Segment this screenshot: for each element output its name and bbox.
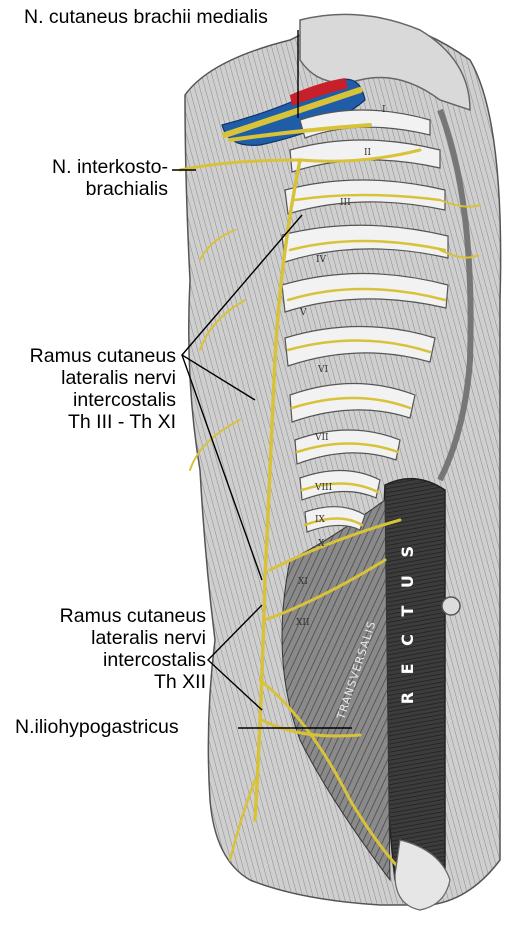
rectus-label: R E C T U S — [398, 540, 417, 704]
axillary-artery — [290, 78, 348, 106]
rib-numeral: XI — [298, 577, 308, 587]
label-line: brachialis — [85, 178, 168, 200]
leader-lines — [172, 30, 352, 729]
label-line: intercostalis — [103, 649, 206, 671]
rib-numeral: XII — [296, 618, 310, 628]
umbilicus — [441, 596, 461, 616]
label-n-cutaneus-brachii-medialis: N. cutaneus brachii medialis — [24, 6, 268, 28]
nerve-network — [178, 87, 481, 882]
leader-ramus-upper-2 — [181, 354, 263, 581]
label-line: lateralis nervi — [61, 367, 176, 389]
label-n-iliohypogastricus: N.iliohypogastricus — [15, 716, 179, 738]
rib-numeral: VI — [317, 365, 328, 375]
rib-numeral: I — [382, 105, 386, 115]
label-ramus-cutaneus-th3-th11: Ramus cutaneus lateralis nervi intercost… — [30, 345, 176, 433]
label-line: intercostalis — [73, 389, 176, 411]
label-line: Th XII — [153, 671, 206, 693]
label-line: Ramus cutaneus — [29, 345, 176, 367]
label-ramus-cutaneus-th12: Ramus cutaneus lateralis nervi intercost… — [60, 605, 206, 693]
label-line: N. interkosto- — [52, 156, 168, 178]
transversalis-muscle — [281, 499, 391, 882]
rib-numerals: I II III IV V VI VII VIII IX X XI XII — [296, 105, 386, 628]
rib-numeral: VIII — [314, 483, 333, 493]
sternum-edge — [437, 108, 474, 482]
label-line: N.iliohypogastricus — [15, 716, 179, 738]
rib-numeral: VII — [314, 433, 329, 443]
rib-numeral: II — [364, 148, 372, 158]
rib-numeral: X — [318, 539, 325, 549]
inguinal-region — [394, 839, 451, 911]
rib-numeral: IV — [316, 255, 327, 265]
label-line: Ramus cutaneus — [59, 605, 206, 627]
label-n-interkostobrachialis: N. interkosto- brachialis — [52, 156, 168, 200]
rib-cage — [281, 109, 449, 533]
rib-numeral: IX — [315, 515, 326, 525]
rib-numeral: III — [340, 198, 351, 208]
label-line: lateralis nervi — [91, 627, 206, 649]
label-line: N. cutaneus brachii medialis — [24, 6, 268, 28]
rib-numeral: V — [299, 308, 307, 318]
label-line: Th III - Th XI — [67, 411, 176, 433]
leader-ramus-lower — [206, 604, 263, 711]
